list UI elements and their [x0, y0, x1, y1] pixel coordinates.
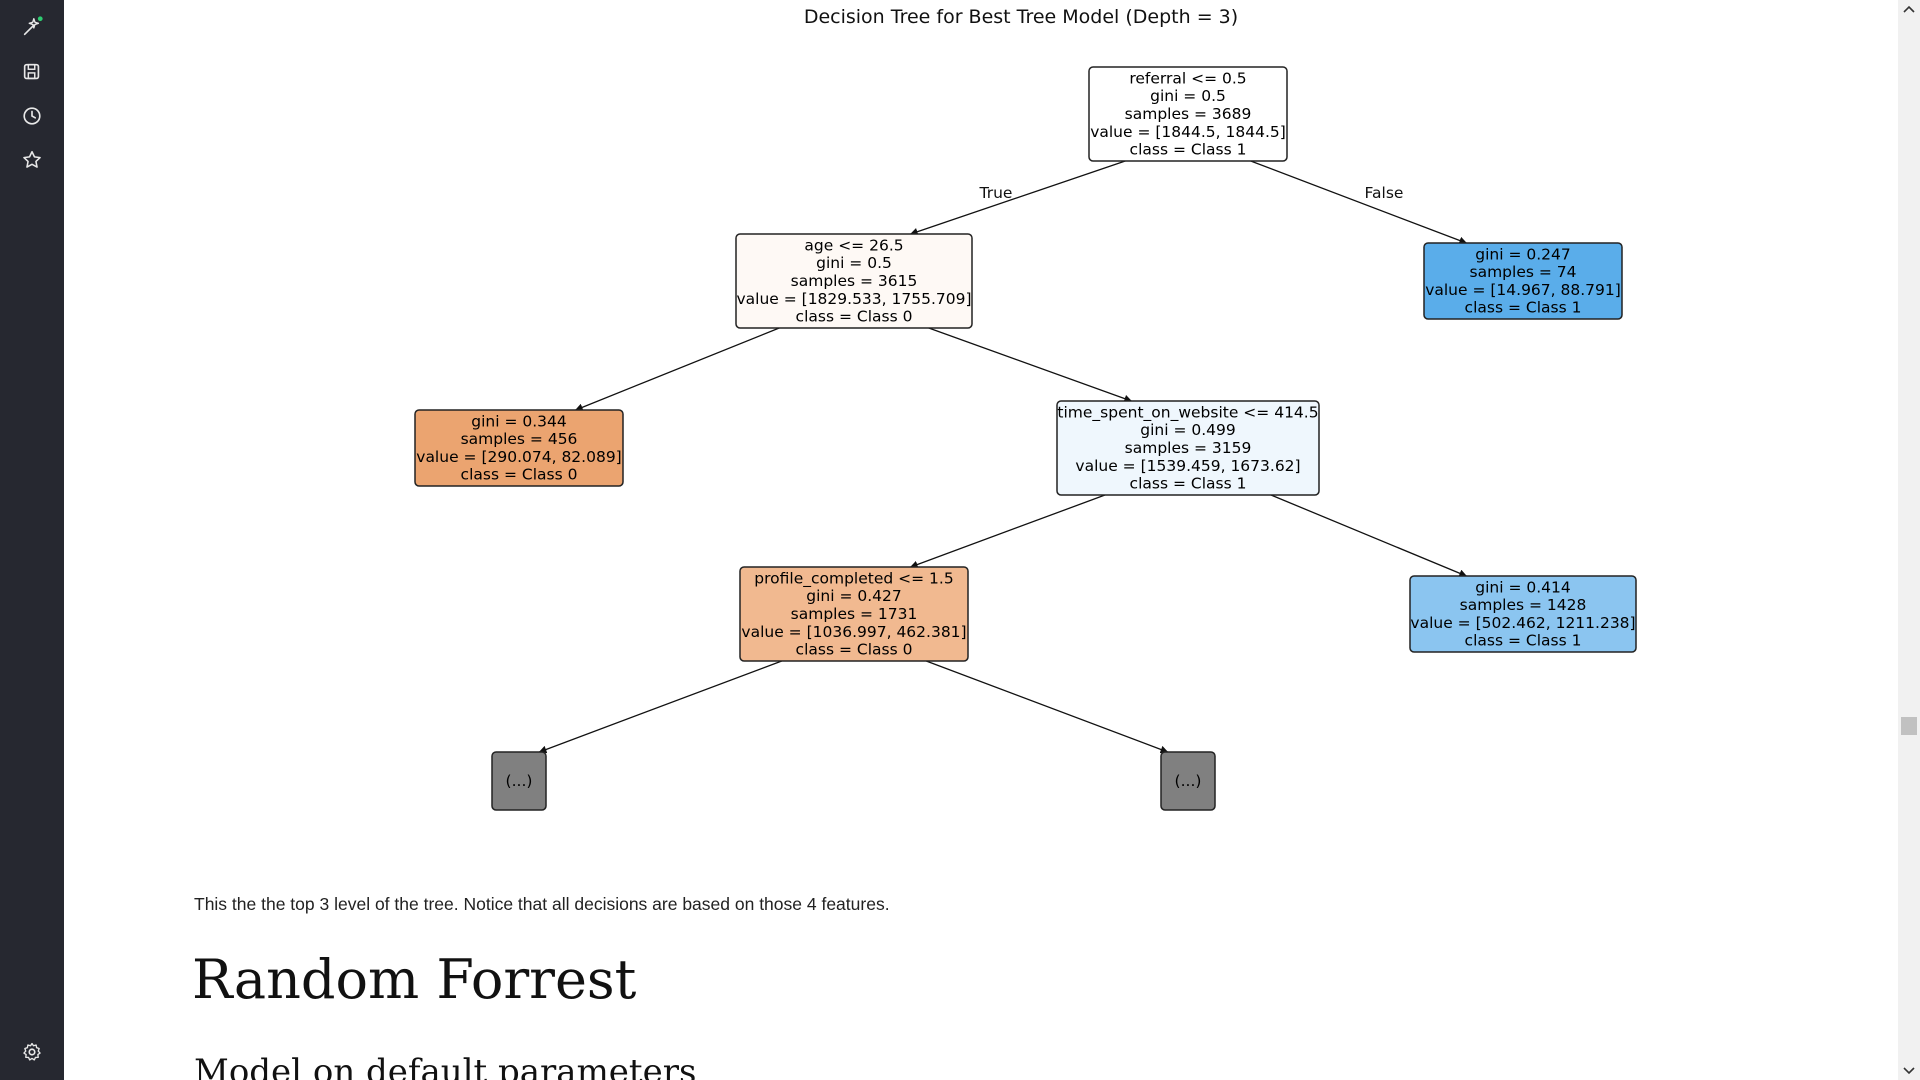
tree-node-line: class = Class 1: [1465, 299, 1582, 317]
tree-node-line: gini = 0.499: [1140, 421, 1236, 439]
tree-edge: [909, 160, 1126, 236]
gear-icon: [23, 1042, 41, 1061]
notification-dot: [37, 16, 43, 22]
scroll-thumb[interactable]: [1901, 717, 1917, 735]
scroll-down-button[interactable]: [1898, 1062, 1920, 1080]
tree-node-box: [414, 409, 624, 487]
section-heading: Random Forrest: [192, 948, 637, 1011]
tree-node-line: gini = 0.344: [471, 412, 567, 430]
tree-node-line: age <= 26.5: [804, 236, 903, 254]
tree-node-box: [1160, 751, 1216, 811]
tree-node-line: samples = 3689: [1125, 105, 1252, 123]
tree-node-box: [1056, 400, 1320, 496]
tree-node-box: [491, 751, 547, 811]
tree-node-truncated: (...): [491, 751, 547, 811]
chevron-up-icon: [1903, 5, 1915, 13]
tree-node-line: value = [1036.997, 462.381]: [741, 623, 966, 641]
section-subheading: Model on default parameters: [194, 1052, 697, 1080]
tree-node-line: class = Class 1: [1465, 632, 1582, 650]
tree-node-box: [739, 566, 969, 662]
tree-node-box: [735, 233, 973, 329]
tree-node-line: samples = 1428: [1460, 596, 1587, 614]
chevron-down-icon: [1903, 1067, 1915, 1075]
tree-node-line: time_spent_on_website <= 414.5: [1057, 403, 1318, 422]
edge-label-true: True: [979, 184, 1013, 202]
tree-node-line: referral <= 0.5: [1129, 69, 1246, 87]
tree-node-line: (...): [1175, 772, 1202, 790]
tree-node-box: [1423, 242, 1623, 320]
tree-node-box: [1409, 575, 1637, 653]
notebook-content: Decision Tree for Best Tree Model (Depth…: [64, 0, 1898, 1080]
tree-node-box: [1088, 66, 1288, 162]
tree-node-line: profile_completed <= 1.5: [754, 569, 953, 588]
history-icon: [23, 107, 41, 125]
tree-node-line: class = Class 1: [1130, 141, 1247, 159]
tree-node-line: gini = 0.247: [1475, 245, 1571, 263]
tree-edge: [1270, 494, 1468, 577]
tree-node-line: gini = 0.5: [1150, 87, 1226, 105]
tree-node-line: gini = 0.5: [816, 254, 892, 272]
decision-tree-figure: Decision Tree for Best Tree Model (Depth…: [414, 6, 1637, 811]
tree-node-line: class = Class 1: [1130, 475, 1247, 493]
star-icon: [23, 150, 41, 168]
tree-node-truncated: (...): [1160, 751, 1216, 811]
tree-node-line: samples = 1731: [791, 605, 918, 623]
tree-title: Decision Tree for Best Tree Model (Depth…: [804, 6, 1238, 28]
tree-node-line: value = [502.462, 1211.238]: [1410, 614, 1635, 632]
tree-node-line: samples = 74: [1470, 263, 1577, 281]
magic-wand-icon: [23, 16, 43, 36]
history-button[interactable]: [16, 100, 48, 132]
tree-node-line: value = [290.074, 82.089]: [416, 448, 621, 466]
tree-node-line: value = [1829.533, 1755.709]: [736, 290, 971, 308]
scroll-up-button[interactable]: [1898, 0, 1920, 18]
tree-node-line: samples = 3615: [791, 272, 918, 290]
tree-edge: [538, 660, 782, 754]
tree-node-line: samples = 3159: [1125, 439, 1252, 457]
settings-button[interactable]: [16, 1036, 48, 1068]
tree-node-line: class = Class 0: [796, 308, 913, 326]
vertical-scrollbar[interactable]: [1898, 0, 1920, 1080]
tree-node-line: class = Class 0: [796, 641, 913, 659]
tree-node-line: gini = 0.427: [806, 587, 902, 605]
tree-edge: [928, 327, 1133, 403]
tree-edge: [926, 660, 1169, 754]
ai-assistant-button[interactable]: [16, 11, 48, 43]
favorites-button[interactable]: [16, 144, 48, 176]
tree-node-line: class = Class 0: [461, 466, 578, 484]
left-sidebar: [0, 0, 64, 1080]
tree-node-line: (...): [506, 772, 533, 790]
tree-edge: [574, 327, 780, 411]
edge-label-false: False: [1365, 184, 1404, 202]
tree-node-line: gini = 0.414: [1475, 578, 1571, 596]
tree-edge: [1250, 160, 1468, 245]
tree-node-line: value = [14.967, 88.791]: [1425, 281, 1621, 299]
save-button[interactable]: [16, 56, 48, 88]
tree-node-line: samples = 456: [461, 430, 578, 448]
tree-node-line: value = [1844.5, 1844.5]: [1090, 123, 1286, 141]
tree-edge: [909, 494, 1106, 569]
save-icon: [23, 63, 40, 80]
tree-node-line: value = [1539.459, 1673.62]: [1075, 457, 1300, 475]
description-paragraph: This the the top 3 level of the tree. No…: [194, 894, 890, 914]
